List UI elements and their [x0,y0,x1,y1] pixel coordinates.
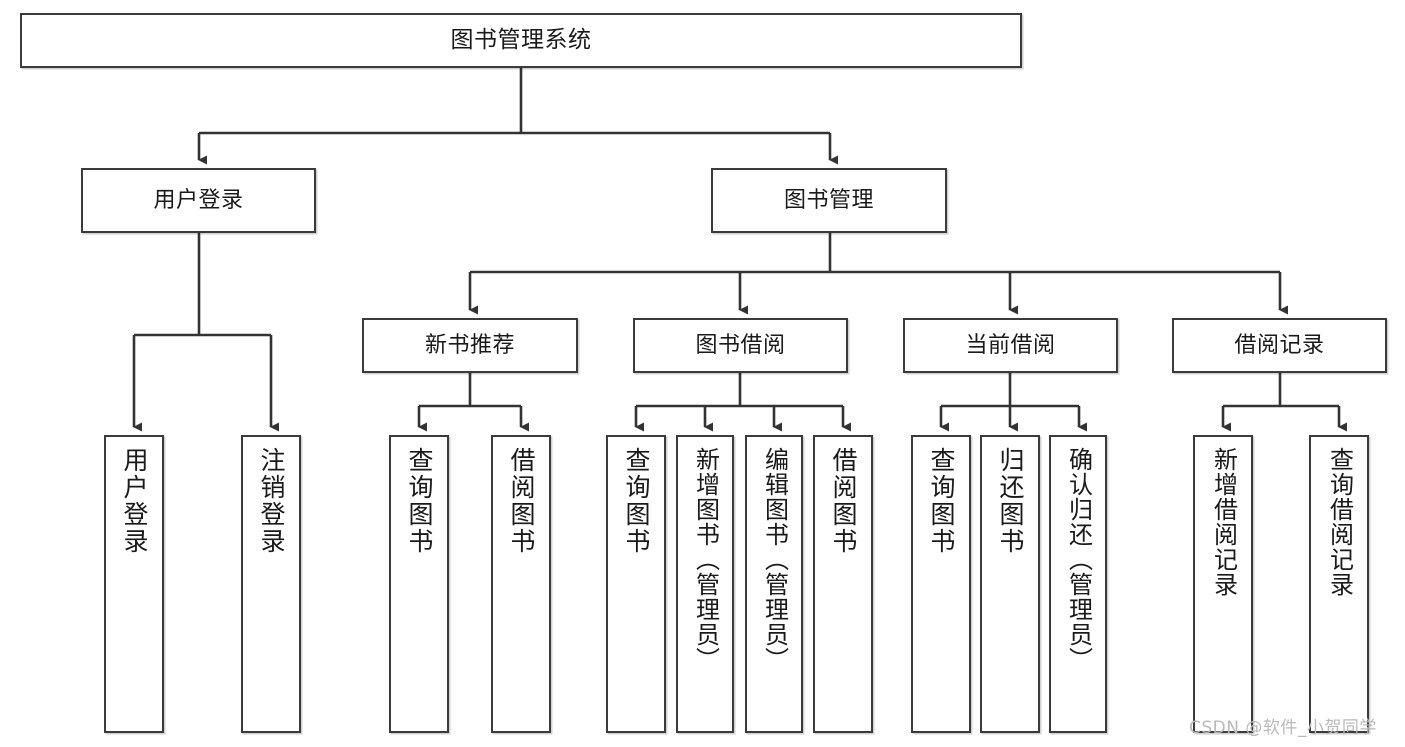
leaf-new-book-borrow[interactable]: 借阅图书 [491,435,551,733]
leaf-current-return-book[interactable]: 归还图书 [980,435,1040,733]
node-root-system[interactable]: 图书管理系统 [20,13,1022,68]
node-label: 新增借阅记录 [1209,447,1238,597]
leaf-borrow-add-book-admin[interactable]: 新增图书（管理员） [676,435,734,733]
leaf-borrow-query-book[interactable]: 查询图书 [606,435,666,733]
node-label: 确认归还（管理员） [1064,447,1093,672]
node-label: 图书借阅 [695,332,786,358]
node-book-borrow[interactable]: 图书借阅 [633,318,848,373]
node-label: 新增图书（管理员） [691,447,720,672]
leaf-current-query-book[interactable]: 查询图书 [911,435,971,733]
node-label: 借阅记录 [1234,332,1325,358]
node-current-borrow[interactable]: 当前借阅 [903,318,1118,373]
node-label: 借阅图书 [507,447,536,555]
node-label: 查询图书 [405,447,434,555]
leaf-current-confirm-return-admin[interactable]: 确认归还（管理员） [1049,435,1107,733]
leaf-borrow-borrow-book[interactable]: 借阅图书 [813,435,873,733]
leaf-new-book-query[interactable]: 查询图书 [389,435,449,733]
node-label: 编辑图书（管理员） [760,447,789,672]
node-borrow-record[interactable]: 借阅记录 [1172,318,1387,373]
node-label: 新书推荐 [424,332,515,358]
node-label: 查询借阅记录 [1325,447,1354,597]
csdn-watermark: CSDN @软件_小贺同学 [1189,718,1377,738]
node-label: 图书管理系统 [450,27,592,54]
leaf-borrow-edit-book-admin[interactable]: 编辑图书（管理员） [745,435,803,733]
leaf-record-query-record[interactable]: 查询借阅记录 [1309,435,1369,733]
node-label: 用户登录 [153,187,244,213]
node-label: 当前借阅 [965,332,1056,358]
leaf-record-add-record[interactable]: 新增借阅记录 [1193,435,1253,733]
node-label: 查询图书 [927,447,956,555]
node-new-book-recommend[interactable]: 新书推荐 [362,318,578,373]
node-label: 图书管理 [783,187,874,213]
leaf-user-login-signin[interactable]: 用户登录 [104,435,164,733]
node-label: 归还图书 [996,447,1025,555]
node-label: 借阅图书 [829,447,858,555]
leaf-user-login-signout[interactable]: 注销登录 [241,435,301,733]
node-user-login[interactable]: 用户登录 [81,168,316,233]
node-book-management[interactable]: 图书管理 [711,168,947,233]
node-label: 查询图书 [622,447,651,555]
node-label: 用户登录 [120,447,149,555]
node-label: 注销登录 [257,447,286,555]
